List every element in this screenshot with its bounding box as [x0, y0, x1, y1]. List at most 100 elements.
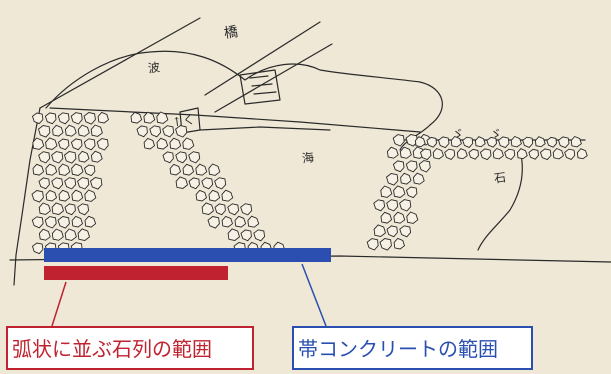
stone-cell [90, 124, 103, 137]
stone-cell [71, 163, 84, 176]
stone-cell [45, 189, 58, 202]
wave-mark: 波 [147, 60, 161, 76]
stone-cell [63, 151, 77, 164]
bridge-blocks [239, 69, 281, 105]
stone-cell [83, 164, 96, 177]
stone-cell [64, 177, 77, 190]
stone-cell [456, 148, 468, 160]
stone-cell [32, 163, 45, 176]
stone-cell [227, 228, 241, 241]
stone-cell [201, 202, 215, 215]
stone-cell [214, 203, 226, 216]
stone-cell [70, 138, 83, 151]
stone-cell [31, 190, 44, 203]
stone-cell [253, 229, 266, 242]
stone-cell [510, 135, 522, 148]
stone-cell [386, 225, 398, 238]
stone-cell [83, 112, 96, 125]
bridge-mark: 橋 [222, 24, 240, 42]
stone-cell [38, 228, 51, 241]
stone-cell [51, 151, 64, 164]
stone-cell [444, 148, 456, 160]
stone-cell [214, 177, 227, 190]
stone-cell [143, 137, 156, 150]
stone-cell [169, 137, 182, 150]
stone-cell [188, 151, 201, 164]
stone-cell [51, 177, 64, 190]
stone-cell [479, 148, 492, 161]
stone-cell [70, 112, 83, 125]
stone-cell [51, 202, 65, 215]
stone-cell [380, 211, 393, 224]
stone-cell [208, 189, 221, 202]
stone-cell [380, 185, 393, 198]
stone-cell [379, 238, 392, 251]
stone-cell [175, 151, 188, 164]
stone-cell [52, 124, 64, 137]
stone-cell [64, 228, 77, 241]
stone-cell [522, 136, 534, 148]
rock-outline [477, 149, 523, 251]
belt-concrete-label: 帯コンクリートの範囲 [292, 326, 533, 370]
stone-cell [564, 148, 576, 160]
stone-cell [31, 112, 44, 125]
stone-cell [84, 215, 97, 228]
stone-cell [37, 125, 51, 138]
stone-cell [557, 136, 570, 149]
stone-cell [77, 177, 90, 190]
stone-cell [539, 148, 552, 161]
deck-underline [199, 126, 331, 131]
stone-cell [414, 136, 426, 148]
stone-cell [44, 112, 57, 125]
stone-cell [399, 199, 412, 212]
stone-cell [77, 203, 90, 216]
stone-cell [385, 173, 399, 186]
stone-cell [38, 202, 51, 215]
stone-cell [71, 215, 84, 228]
stone-cell [393, 185, 406, 198]
stone-cell [90, 150, 103, 163]
stone-cell [57, 138, 70, 151]
stone-cell [240, 229, 252, 242]
stone-cell [84, 189, 97, 202]
stone-cell [32, 137, 45, 150]
stone-cell [474, 136, 486, 148]
stone-cell [169, 163, 182, 176]
stone-cell [51, 228, 64, 241]
bridge-upper-line [204, 21, 321, 96]
stone-cell [130, 111, 143, 124]
stone-cell [38, 177, 50, 190]
stone-cell [486, 136, 497, 148]
stone-cell [71, 189, 84, 202]
stone-cell [77, 228, 91, 241]
stone-cell [201, 177, 214, 190]
stone-cell [77, 124, 90, 137]
stone-cell [149, 125, 162, 138]
ko-mark: く [182, 112, 196, 128]
stone-cell [175, 125, 188, 138]
stone-row-bar [44, 266, 228, 280]
stone-cell [31, 242, 44, 255]
stone-cell [546, 136, 557, 148]
stones-mark: 石 [493, 170, 507, 186]
stone-cell [188, 177, 200, 190]
stone-cell [64, 124, 77, 137]
stone-cell [57, 216, 70, 229]
stone-cell [426, 136, 437, 148]
stone-cell [156, 111, 169, 124]
stone-cell [182, 163, 195, 176]
belt-leader-line [301, 263, 327, 327]
stone-cell [419, 148, 432, 161]
stone-cell [366, 238, 379, 251]
stone-cell [393, 237, 406, 250]
stone-cell [83, 138, 96, 151]
stone-cell [393, 211, 406, 224]
stone-cell [405, 134, 418, 147]
stone-cell [392, 134, 405, 147]
stone-cell [78, 150, 90, 163]
stone-cell [162, 125, 175, 138]
stone-cell [412, 172, 425, 185]
sho-mark-right: ゞ [489, 126, 503, 142]
stone-cell [136, 125, 148, 138]
